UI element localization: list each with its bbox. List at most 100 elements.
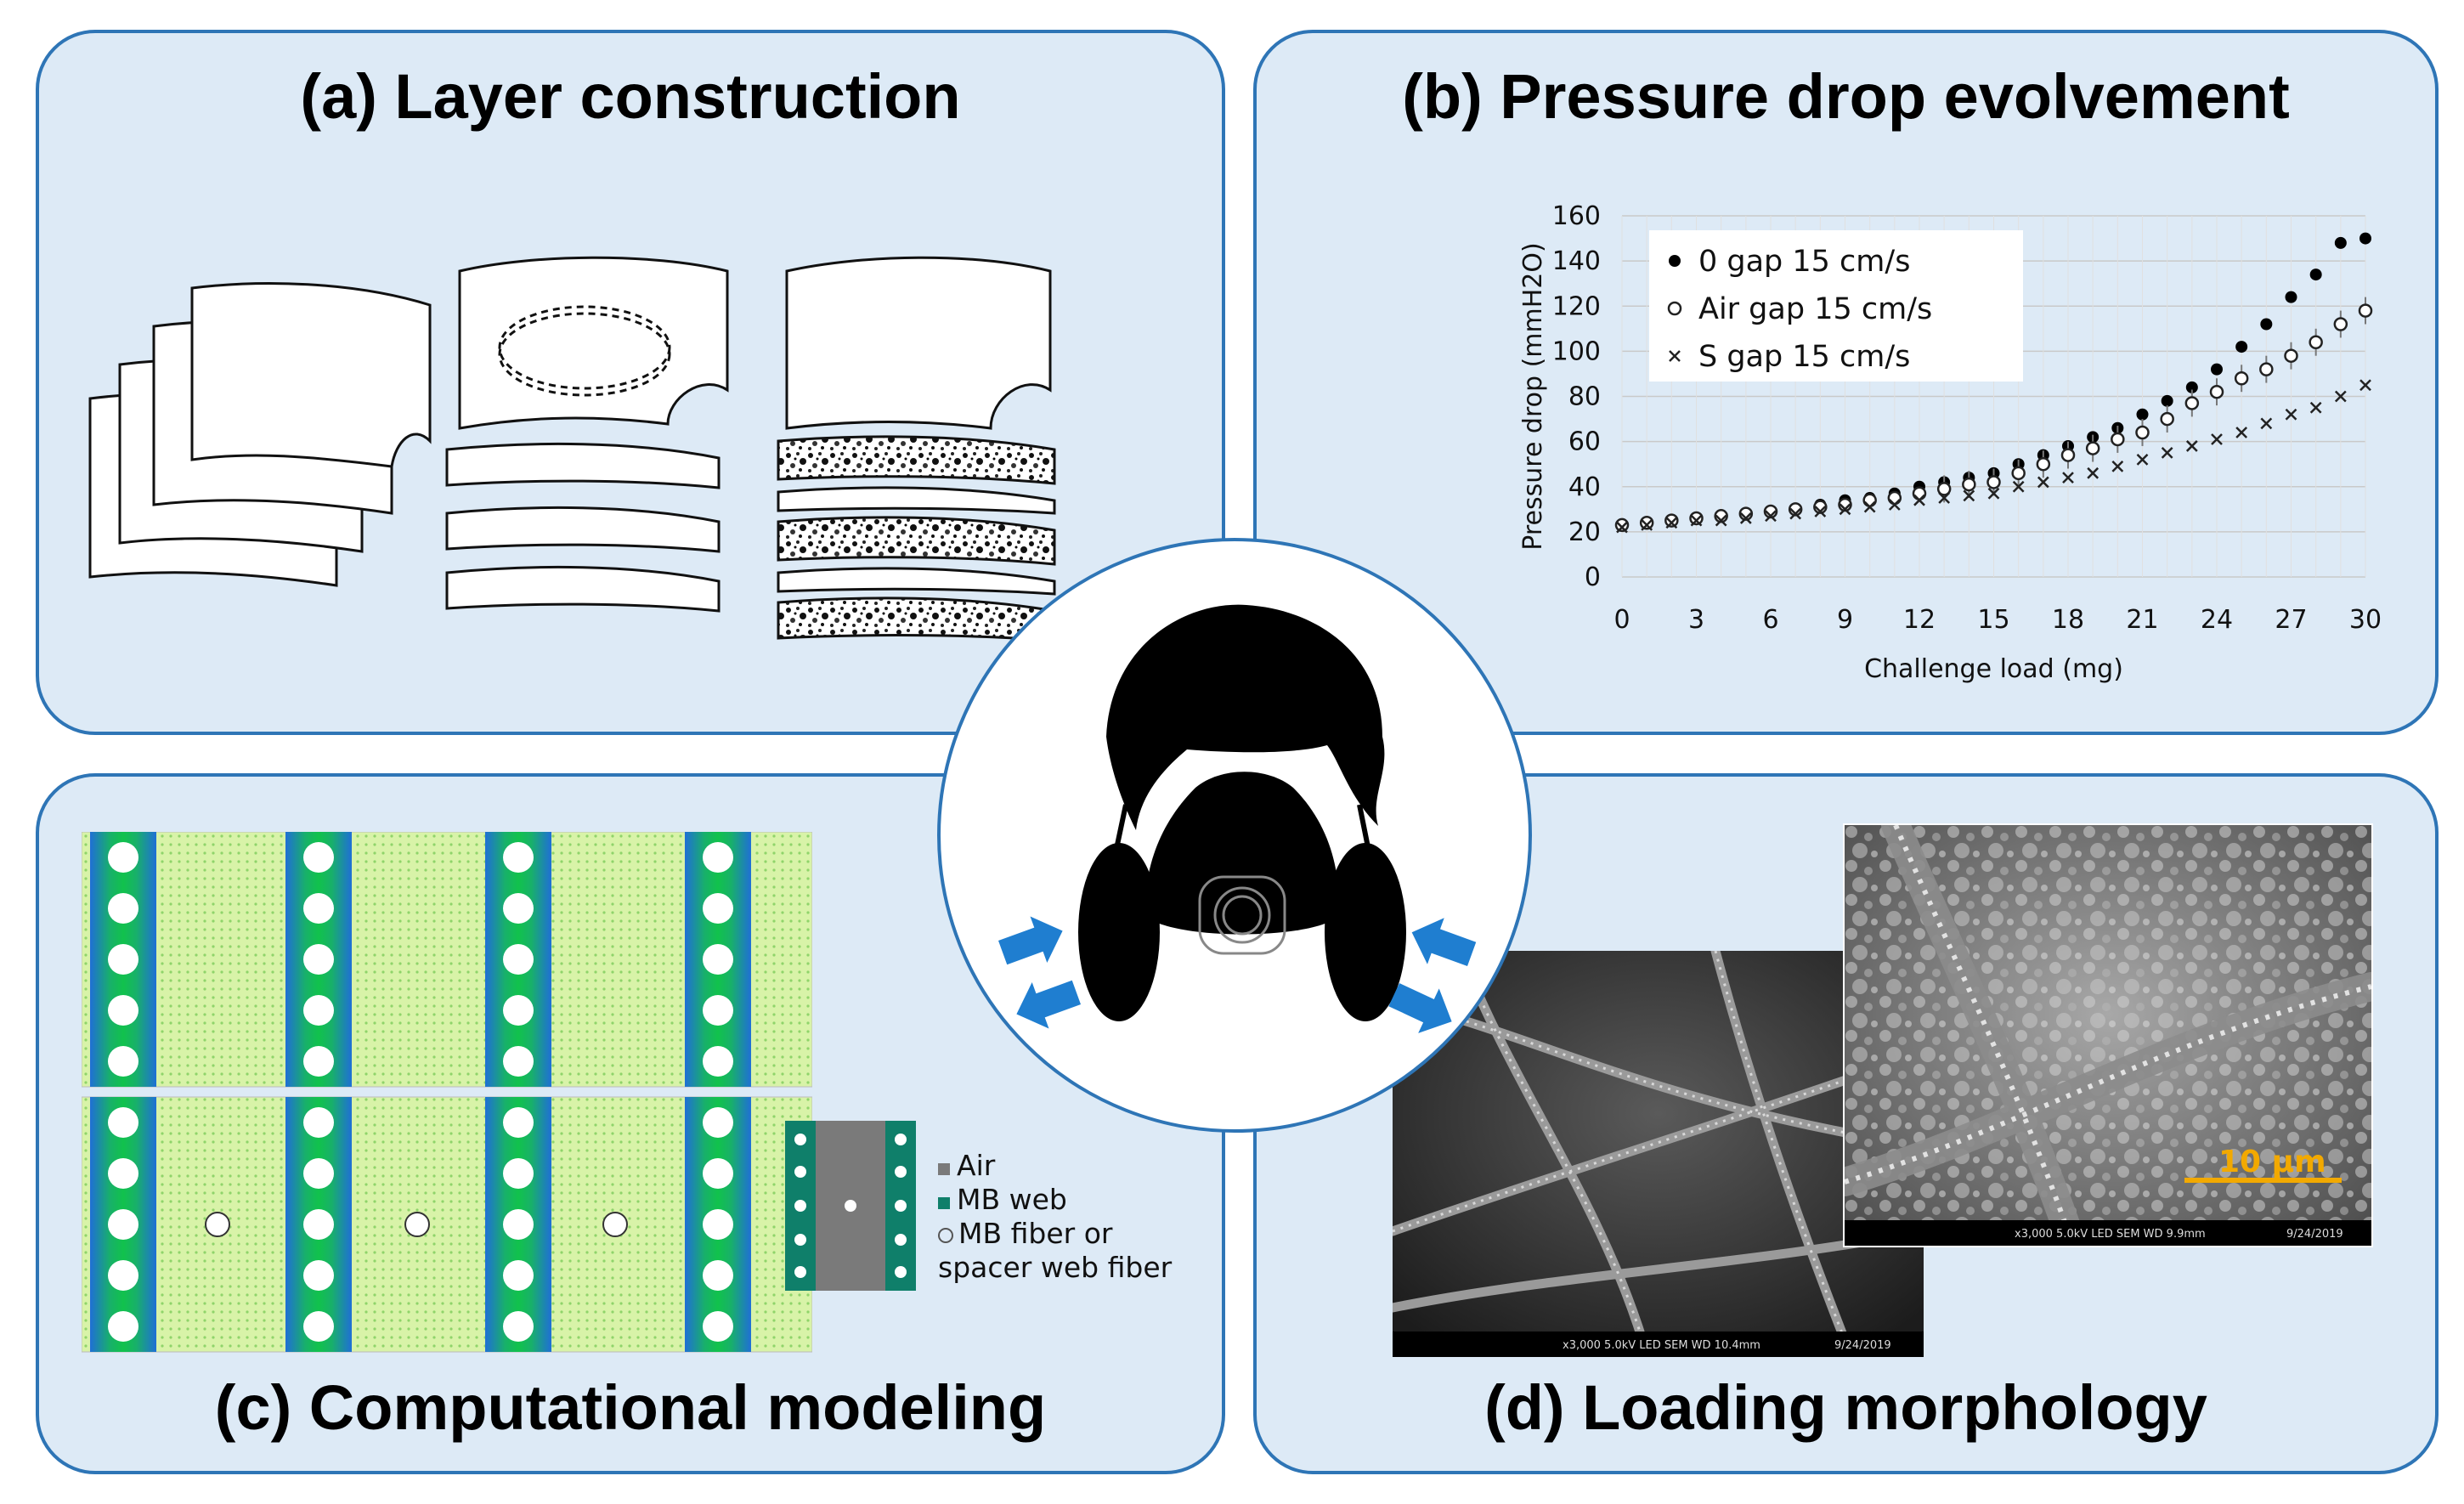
panel-title: (a) Layer construction	[300, 61, 961, 132]
airflow-arrow-out-left	[1016, 980, 1081, 1029]
data-point-air-gap	[1912, 486, 1927, 500]
mb-fiber	[503, 1311, 534, 1342]
x-tick-label: 15	[1977, 605, 2009, 635]
data-point-air-gap	[2284, 348, 2298, 363]
y-tick-label: 60	[1568, 427, 1601, 457]
y-tick-label: 40	[1568, 472, 1601, 502]
data-point-air-gap	[1887, 490, 1902, 506]
mb-fiber	[108, 1107, 138, 1138]
data-point-s-gap	[2235, 427, 2248, 438]
x-tick-label: 0	[1613, 605, 1630, 635]
data-point-0-gap	[2211, 363, 2223, 376]
data-point-air-gap	[1962, 477, 1976, 492]
mb-fiber	[303, 1158, 334, 1189]
data-point-s-gap	[1765, 510, 1777, 523]
unit-cell-schematic	[785, 1121, 916, 1291]
data-point-0-gap	[2285, 291, 2297, 303]
mb-fiber	[108, 995, 138, 1026]
mb-fiber	[703, 842, 733, 873]
data-point-s-gap	[2211, 433, 2223, 445]
data-point-air-gap	[1689, 511, 1704, 526]
stack-air-gap	[445, 256, 729, 613]
mb-fiber	[703, 1107, 733, 1138]
data-point-s-gap	[1863, 500, 1876, 513]
mb-fiber	[303, 842, 334, 873]
x-tick-label: 30	[2349, 605, 2382, 635]
y-tick-label: 160	[1552, 201, 1601, 231]
airflow-arrow-in-left	[998, 916, 1063, 965]
panel-title: (d) Loading morphology	[1484, 1372, 2207, 1443]
y-tick-label: 80	[1568, 382, 1601, 412]
data-point-air-gap	[2209, 384, 2224, 399]
mb-fiber	[303, 893, 334, 924]
stack-spacer	[777, 256, 1056, 642]
mb-fiber	[503, 944, 534, 975]
data-point-s-gap	[2012, 480, 2025, 493]
scale-label: 10 µm	[2218, 1145, 2326, 1179]
data-point-0-gap	[2235, 341, 2248, 353]
data-point-air-gap	[2135, 425, 2150, 440]
mb-fiber	[303, 995, 334, 1026]
legend-modeling: Air MB web MB fiber or spacer web fiber	[938, 1149, 1172, 1285]
panel-title: (b) Pressure drop evolvement	[1402, 61, 2290, 132]
mb-fiber	[503, 842, 534, 873]
sem-front-footer: x3,000 5.0kV LED SEM WD 9.9mm	[2015, 1228, 2206, 1241]
mb-fiber	[108, 893, 138, 924]
data-point-s-gap	[2309, 401, 2322, 414]
mb-fiber	[503, 1260, 534, 1291]
data-point-s-gap	[1913, 494, 1925, 506]
data-point-s-gap	[1641, 519, 1653, 531]
data-point-s-gap	[2334, 390, 2347, 403]
data-point-air-gap	[2309, 335, 2323, 349]
data-point-air-gap	[2234, 371, 2249, 386]
data-point-s-gap	[2260, 417, 2273, 430]
mb-fiber	[703, 1046, 733, 1077]
y-tick-label: 100	[1552, 336, 1601, 366]
panel-title: (c) Computational modeling	[214, 1372, 1047, 1443]
mb-fiber	[108, 1311, 138, 1342]
data-point-air-gap	[1639, 516, 1654, 530]
data-point-s-gap	[1938, 492, 1951, 504]
data-point-air-gap	[1614, 517, 1630, 533]
data-point-s-gap	[1739, 512, 1752, 524]
data-point-0-gap	[2334, 236, 2347, 249]
data-point-0-gap	[2185, 381, 2198, 393]
data-point-s-gap	[2087, 466, 2099, 479]
legend-label: Air gap 15 cm/s	[1698, 292, 1932, 326]
data-point-s-gap	[1690, 514, 1703, 527]
mb-fiber	[303, 944, 334, 975]
mb-fiber	[303, 1107, 334, 1138]
panel-loading-morphology: (d) Loading morphology x3,000 5.0kV	[1253, 773, 2439, 1474]
data-point-air-gap	[1936, 482, 1952, 496]
airflow-arrow-out-right	[1388, 983, 1452, 1033]
legend-label: S gap 15 cm/s	[1698, 340, 1910, 374]
data-point-s-gap	[1814, 506, 1827, 517]
y-axis-label: Pressure drop (mmH2O)	[1518, 242, 1548, 550]
y-tick-label: 140	[1552, 246, 1601, 276]
airflow-arrow-in-right	[1411, 918, 1477, 966]
mb-fiber	[108, 1260, 138, 1291]
legend-mb-web: MB web	[957, 1183, 1067, 1216]
mb-fiber	[703, 1311, 733, 1342]
mb-fiber	[503, 1158, 534, 1189]
mb-fiber	[703, 893, 733, 924]
data-point-s-gap	[1888, 499, 1901, 511]
data-point-s-gap	[2359, 379, 2371, 392]
mb-fiber	[703, 1260, 733, 1291]
mb-fiber	[703, 995, 733, 1026]
stack-plain	[88, 282, 432, 587]
data-point-0-gap	[2309, 269, 2322, 281]
data-point-s-gap	[1665, 517, 1678, 529]
data-point-s-gap	[1715, 514, 1727, 527]
x-tick-label: 6	[1762, 605, 1778, 635]
legend-air: Air	[957, 1149, 996, 1182]
x-tick-label: 27	[2275, 605, 2307, 635]
panel-layer-construction: (a) Layer construction	[36, 30, 1225, 735]
data-point-s-gap	[1987, 487, 2000, 500]
y-tick-label: 120	[1552, 291, 1601, 321]
mb-fiber	[503, 893, 534, 924]
data-point-s-gap	[2111, 460, 2124, 472]
data-point-air-gap	[2160, 411, 2174, 427]
mb-fiber	[303, 1311, 334, 1342]
